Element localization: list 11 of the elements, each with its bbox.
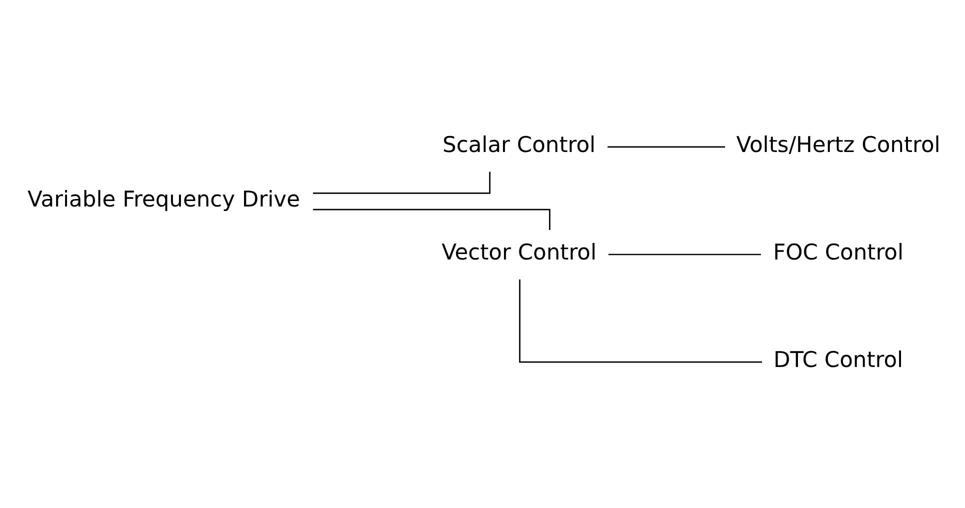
- connector: [607, 146, 725, 148]
- node-text: Variable Frequency Drive: [27, 187, 300, 212]
- connector: [312, 208, 550, 230]
- connector: [312, 171, 490, 194]
- node-text: Vector Control: [441, 240, 596, 266]
- node-text: FOC Control: [772, 240, 904, 266]
- node-text: Volts/Hertz Control: [736, 132, 940, 158]
- connector: [518, 278, 762, 362]
- connector: [608, 253, 760, 255]
- node-text: Scalar Control: [442, 132, 596, 158]
- node-text: DTC Control: [773, 348, 903, 373]
